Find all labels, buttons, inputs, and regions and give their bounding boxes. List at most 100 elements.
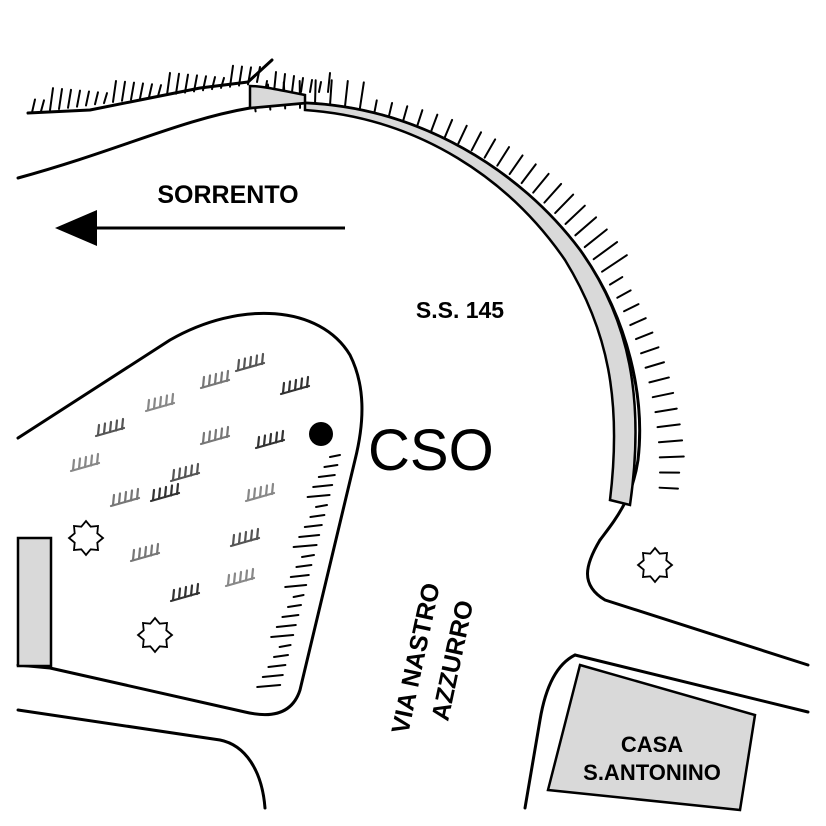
hatch-mark — [291, 75, 295, 93]
building-label-line1: CASA — [621, 732, 683, 757]
hatch-mark — [273, 654, 289, 658]
hatch-mark — [564, 204, 586, 225]
grass-tuft-icon — [144, 392, 176, 413]
hatch-mark — [301, 554, 315, 558]
hatch-mark — [483, 138, 497, 159]
casa-s-antonino-building — [546, 663, 757, 812]
hatch-mark — [300, 77, 304, 93]
hatch-mark — [148, 83, 153, 99]
point-label: CSO — [368, 418, 494, 483]
arrow-left-icon — [55, 210, 97, 246]
hatch-mark — [634, 331, 654, 341]
hatch-mark — [430, 113, 439, 133]
hatch-mark — [416, 109, 424, 128]
hatch-mark — [76, 89, 81, 108]
hatch-mark — [292, 544, 318, 548]
grass-tuft-icon — [169, 582, 201, 603]
hatch-mark — [644, 361, 665, 369]
hatch-mark — [601, 254, 628, 273]
grass-tuft-icon — [94, 417, 126, 438]
hatch-mark — [457, 124, 468, 145]
grass-area — [69, 352, 311, 603]
grass-tuft-icon — [279, 375, 311, 396]
hatch-mark — [306, 494, 331, 498]
hatch-mark — [640, 346, 660, 355]
shrubs — [67, 519, 674, 654]
outer-road-edge — [16, 101, 642, 542]
hatch-mark — [629, 317, 647, 327]
star-shrub-icon — [636, 546, 674, 584]
hatch-mark — [58, 87, 63, 110]
hatch-mark — [267, 664, 287, 668]
hatch-mark — [31, 98, 36, 114]
hatch-mark — [309, 79, 313, 93]
hatch-mark — [443, 118, 454, 139]
grass-tuft-icon — [199, 369, 231, 390]
hatch-mark — [583, 228, 608, 249]
hatch-mark — [256, 684, 282, 688]
star-shrub-icon — [136, 616, 174, 654]
grass-tuft-icon — [234, 352, 266, 373]
grass-tuft-icon — [109, 487, 141, 508]
hatch-mark — [574, 216, 598, 237]
hatch-mark — [343, 79, 349, 112]
grass-tuft-icon — [149, 482, 181, 503]
grass-tuft-icon — [244, 482, 276, 503]
hillside-edge — [26, 58, 274, 115]
hatch-mark — [520, 163, 537, 185]
hatch-mark — [85, 90, 90, 107]
hatch-mark — [532, 172, 550, 194]
curve-embankment-hatching — [251, 79, 685, 490]
grass-tuft-icon — [69, 452, 101, 473]
hatch-mark — [651, 391, 675, 399]
hatch-mark — [292, 594, 305, 598]
hatch-mark — [317, 474, 336, 478]
hatch-mark — [470, 131, 483, 152]
hatch-mark — [166, 71, 171, 96]
grass-tuft-icon — [199, 425, 231, 446]
hatch-mark — [592, 241, 619, 261]
hatch-mark — [315, 504, 328, 508]
hatch-mark — [67, 88, 72, 109]
hatch-mark — [623, 303, 640, 313]
hatch-mark — [401, 105, 409, 123]
hatch-mark — [329, 454, 341, 458]
lower-road-edge — [16, 708, 267, 810]
hatch-mark — [608, 276, 624, 286]
embankment-hatching — [31, 64, 331, 114]
hatch-mark — [656, 423, 681, 429]
east-road-edge — [586, 538, 810, 667]
hatch-mark — [616, 289, 632, 299]
hatch-mark — [318, 81, 322, 93]
hatch-mark — [657, 439, 684, 444]
hatch-mark — [281, 614, 300, 618]
grass-tuft-icon — [224, 567, 256, 588]
east-road-edge-lower — [523, 653, 577, 810]
grass-tuft-icon — [169, 462, 201, 483]
hatch-mark — [103, 92, 108, 105]
hatch-mark — [175, 72, 180, 95]
hatch-mark — [261, 674, 284, 678]
hatch-mark — [648, 376, 670, 384]
retaining-wall — [248, 84, 637, 507]
hatch-mark — [284, 584, 308, 588]
road-label: S.S. 145 — [416, 297, 504, 323]
island-slope-hatching — [256, 454, 341, 688]
hatch-mark — [298, 534, 321, 538]
hatch-mark — [543, 182, 563, 204]
street-label: VIA NASTRO AZZURRO — [386, 581, 479, 737]
grass-tuft-icon — [229, 527, 261, 548]
hatch-mark — [554, 193, 575, 215]
hatch-mark — [327, 72, 331, 93]
grass-tuft-icon — [254, 429, 286, 450]
hatch-mark — [121, 80, 126, 102]
hatch-mark — [658, 486, 679, 490]
grass-tuft-icon — [129, 542, 161, 563]
hatch-mark — [295, 564, 313, 568]
hatch-mark — [496, 146, 511, 167]
hatch-mark — [287, 604, 302, 608]
filled-circle-marker — [309, 422, 333, 446]
hatch-mark — [157, 84, 162, 98]
hatch-mark — [654, 407, 678, 414]
